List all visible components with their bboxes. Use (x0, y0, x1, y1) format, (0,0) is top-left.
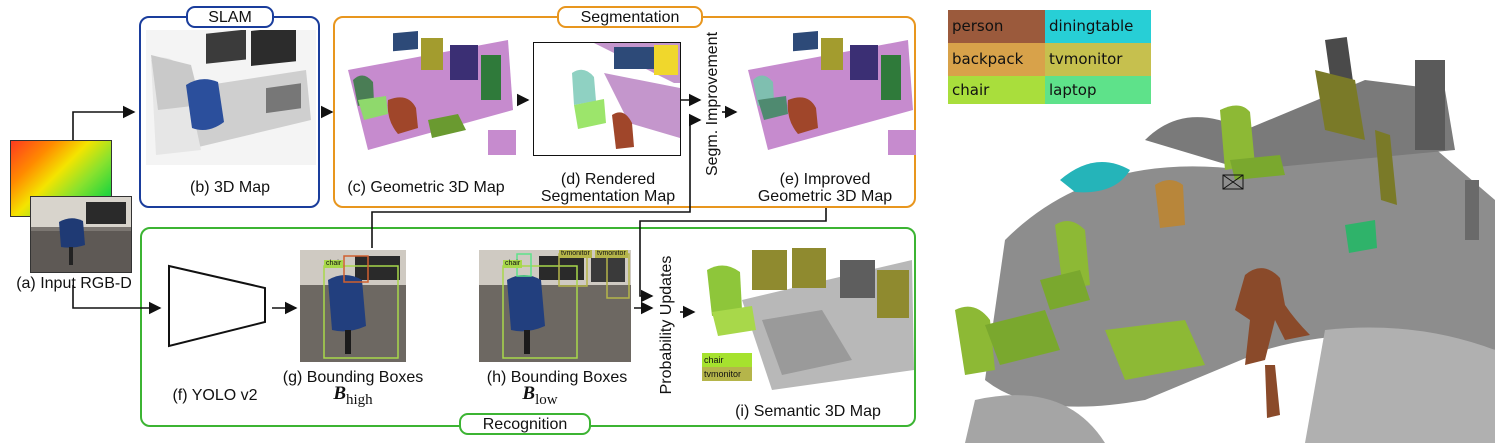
bbox-label-chair-high: chair (324, 260, 344, 268)
improved-geometric-3d-map-image (738, 30, 916, 170)
legend-laptop: laptop (1045, 76, 1151, 104)
caption-g: (g) Bounding Boxes (282, 369, 424, 386)
bbox-low-image: chair tvmonitor tvmonitor (479, 250, 631, 362)
caption-h: (h) Bounding Boxes (486, 369, 628, 386)
segmentation-tag: Segmentation (557, 6, 703, 28)
rendered-segmentation-image (533, 42, 681, 156)
semantic-3d-map-image (702, 240, 914, 400)
bbox-label-chair-low: chair (503, 260, 523, 268)
legend-diningtable: diningtable (1045, 10, 1151, 43)
caption-e-line1: (e) Improved (779, 171, 871, 188)
legend-chair: chair (948, 76, 1045, 104)
semantic-point-cloud-image (945, 20, 1495, 443)
map-legend-tvmonitor: tvmonitor (702, 367, 752, 381)
flow-arrows (72, 93, 827, 319)
legend-backpack: backpack (948, 43, 1045, 76)
recognition-tag: Recognition (459, 413, 591, 435)
caption-f: (f) YOLO v2 (172, 387, 258, 404)
slam-3d-map-image (146, 30, 316, 165)
caption-i: (i) Semantic 3D Map (735, 403, 881, 420)
legend-tvmonitor: tvmonitor (1045, 43, 1151, 76)
caption-e-line2: Geometric 3D Map (757, 188, 893, 205)
slam-tag: SLAM (186, 6, 274, 28)
math-b-low: Blow (522, 383, 558, 408)
caption-d-line2: Segmentation Map (540, 188, 676, 205)
rgb-image (30, 196, 132, 273)
math-b-high: Bhigh (333, 383, 373, 408)
caption-c: (c) Geometric 3D Map (347, 179, 505, 196)
caption-d-line1: (d) Rendered (560, 171, 656, 188)
caption-b: (b) 3D Map (189, 179, 271, 196)
geometric-3d-map-image (338, 30, 516, 170)
bbox-label-tvmonitor-2: tvmonitor (595, 250, 628, 258)
legend-person: person (948, 10, 1045, 43)
bbox-label-tvmonitor-1: tvmonitor (559, 250, 592, 258)
map-legend-chair: chair (702, 353, 752, 367)
caption-a: (a) Input RGB-D (16, 275, 132, 292)
bbox-high-image: chair (300, 250, 406, 362)
yolo-network-shape (168, 264, 266, 348)
